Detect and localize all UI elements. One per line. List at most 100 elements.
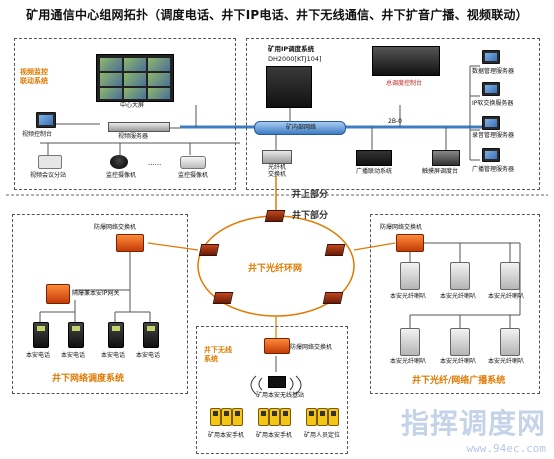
touch-console-label: 触摸屏调度台 — [422, 168, 459, 175]
ring-left-link — [147, 242, 199, 251]
base-station-icon — [268, 376, 286, 388]
ip-dispatch-title: 矿用IP调度系统 — [268, 45, 315, 53]
watermark-text: 指挥调度网 — [400, 407, 546, 440]
radio5-icon — [269, 408, 280, 426]
ip-dispatch-model: DH2000[KTJ104] — [268, 55, 322, 63]
ip-gateway-label: 隔爆兼本安IP网关 — [72, 290, 120, 297]
wireless-switch-icon — [264, 338, 290, 354]
video-server-label: 视频服务器 — [118, 133, 149, 140]
phone1-label: 本安电话 — [26, 352, 51, 359]
office-network-label: 矿内部网络 — [286, 124, 317, 131]
left-switch-label: 防爆网络交换机 — [94, 224, 137, 231]
video-console-icon — [36, 112, 56, 128]
fiber-2b0-label: 2B-0 — [388, 118, 402, 125]
video-system-box — [14, 38, 236, 190]
underground-label: 井下部分 — [292, 211, 329, 221]
ip-gateway-icon — [46, 284, 70, 304]
radio6-icon — [280, 408, 291, 426]
fiber-switch-icon — [262, 150, 292, 164]
server4-icon — [482, 148, 500, 162]
tag3-icon — [328, 408, 339, 426]
fiber-switch-label: 光纤机 交换机 — [268, 164, 287, 178]
speaker1-icon — [400, 262, 420, 290]
dispatch-rack-icon — [266, 66, 312, 108]
speaker5-icon — [450, 328, 470, 356]
right-section-label: 井下光纤/网络广播系统 — [412, 376, 506, 386]
watermark-url: www.94ec.com — [466, 442, 546, 455]
speaker5-label: 本安光纤喇叭 — [440, 358, 477, 365]
big-screen-wall — [96, 54, 174, 102]
server3-icon — [482, 116, 500, 130]
phone4-icon — [143, 322, 159, 348]
camera-ellipsis: ...... — [148, 159, 162, 167]
dome-camera-icon — [110, 155, 128, 169]
surface-label: 井上部分 — [292, 190, 329, 200]
speaker2-label: 本安光纤喇叭 — [440, 293, 477, 300]
video-console-label: 视频控制台 — [22, 131, 53, 138]
wireless-box — [196, 326, 348, 454]
monitor-camera2-label: 监控摄像机 — [178, 172, 209, 179]
speaker2-icon — [450, 262, 470, 290]
server2-label: IP软交换服务器 — [472, 100, 514, 107]
radio2-icon — [221, 408, 232, 426]
phone3-label: 本安电话 — [101, 352, 126, 359]
video-conference-label: 视频会议分站 — [30, 172, 67, 179]
radio3-icon — [232, 408, 243, 426]
speaker6-label: 本安光纤喇叭 — [488, 358, 525, 365]
radio1-icon — [210, 408, 221, 426]
office-network-cylinder — [254, 121, 346, 135]
right-switch-label: 防爆网络交换机 — [380, 224, 423, 231]
video-conference-icon — [38, 155, 62, 169]
phone2-label: 本安电话 — [61, 352, 86, 359]
server3-label: 录音管理服务器 — [472, 132, 515, 139]
radio-label-3: 矿用人员定位 — [304, 432, 341, 439]
monitor-camera-label: 监控摄像机 — [106, 172, 137, 179]
touch-console-icon — [432, 150, 460, 166]
bullet-camera-icon — [180, 156, 206, 169]
server2-icon — [482, 82, 500, 96]
wireless-title: 井下无线 系统 — [204, 346, 232, 363]
right-switch-icon — [396, 234, 424, 252]
speaker1-label: 本安光纤喇叭 — [390, 293, 427, 300]
left-section-label: 井下网络调度系统 — [52, 374, 125, 384]
ring-node-left — [198, 244, 220, 256]
speaker3-icon — [500, 262, 520, 290]
radio-label-2: 矿用本安手机 — [256, 432, 293, 439]
radio4-icon — [258, 408, 269, 426]
wireless-waves — [250, 375, 302, 395]
ring-node-bottom-right — [322, 292, 344, 304]
server1-label: 数据管理服务器 — [472, 68, 515, 75]
video-server-icon — [108, 122, 170, 132]
fiber-ring-label: 井下光纤环网 — [248, 264, 303, 274]
broadcast-system-label: 广播联动系统 — [356, 168, 393, 175]
ring-node-right — [324, 244, 346, 256]
speaker4-icon — [400, 328, 420, 356]
phone4-label: 本安电话 — [136, 352, 161, 359]
master-console-label: 总调度控制台 — [386, 80, 423, 87]
ring-node-bottom-left — [212, 292, 234, 304]
broadcast-amp-icon — [356, 150, 392, 166]
left-switch-icon — [116, 234, 144, 252]
phone1-icon — [33, 322, 49, 348]
tag2-icon — [317, 408, 328, 426]
site-watermark: 指挥调度网 www.94ec.com — [401, 402, 546, 455]
ring-node-top — [264, 210, 286, 222]
speaker4-label: 本安光纤喇叭 — [390, 358, 427, 365]
phone2-icon — [68, 322, 84, 348]
wireless-switch-label: 防爆网络交换机 — [290, 344, 333, 351]
ring-right-link — [353, 242, 396, 251]
big-screen-label: 中心大屏 — [120, 102, 145, 109]
master-console-icon — [372, 46, 440, 76]
server1-icon — [482, 50, 500, 64]
ip-dispatch-box — [246, 38, 540, 190]
base-station-label: 矿用本安无线基站 — [256, 392, 305, 399]
underground-dispatch-box — [12, 214, 188, 394]
diagram-title: 矿用通信中心组网拓扑（调度电话、井下IP电话、井下无线通信、井下扩音广播、视频联… — [26, 8, 528, 22]
tag1-icon — [306, 408, 317, 426]
speaker3-label: 本安光纤喇叭 — [488, 293, 525, 300]
phone3-icon — [108, 322, 124, 348]
video-system-title: 视频监控 联动系统 — [20, 68, 48, 85]
speaker6-icon — [500, 328, 520, 356]
broadcast-box — [370, 214, 540, 394]
radio-label-1: 矿用本安手机 — [208, 432, 245, 439]
